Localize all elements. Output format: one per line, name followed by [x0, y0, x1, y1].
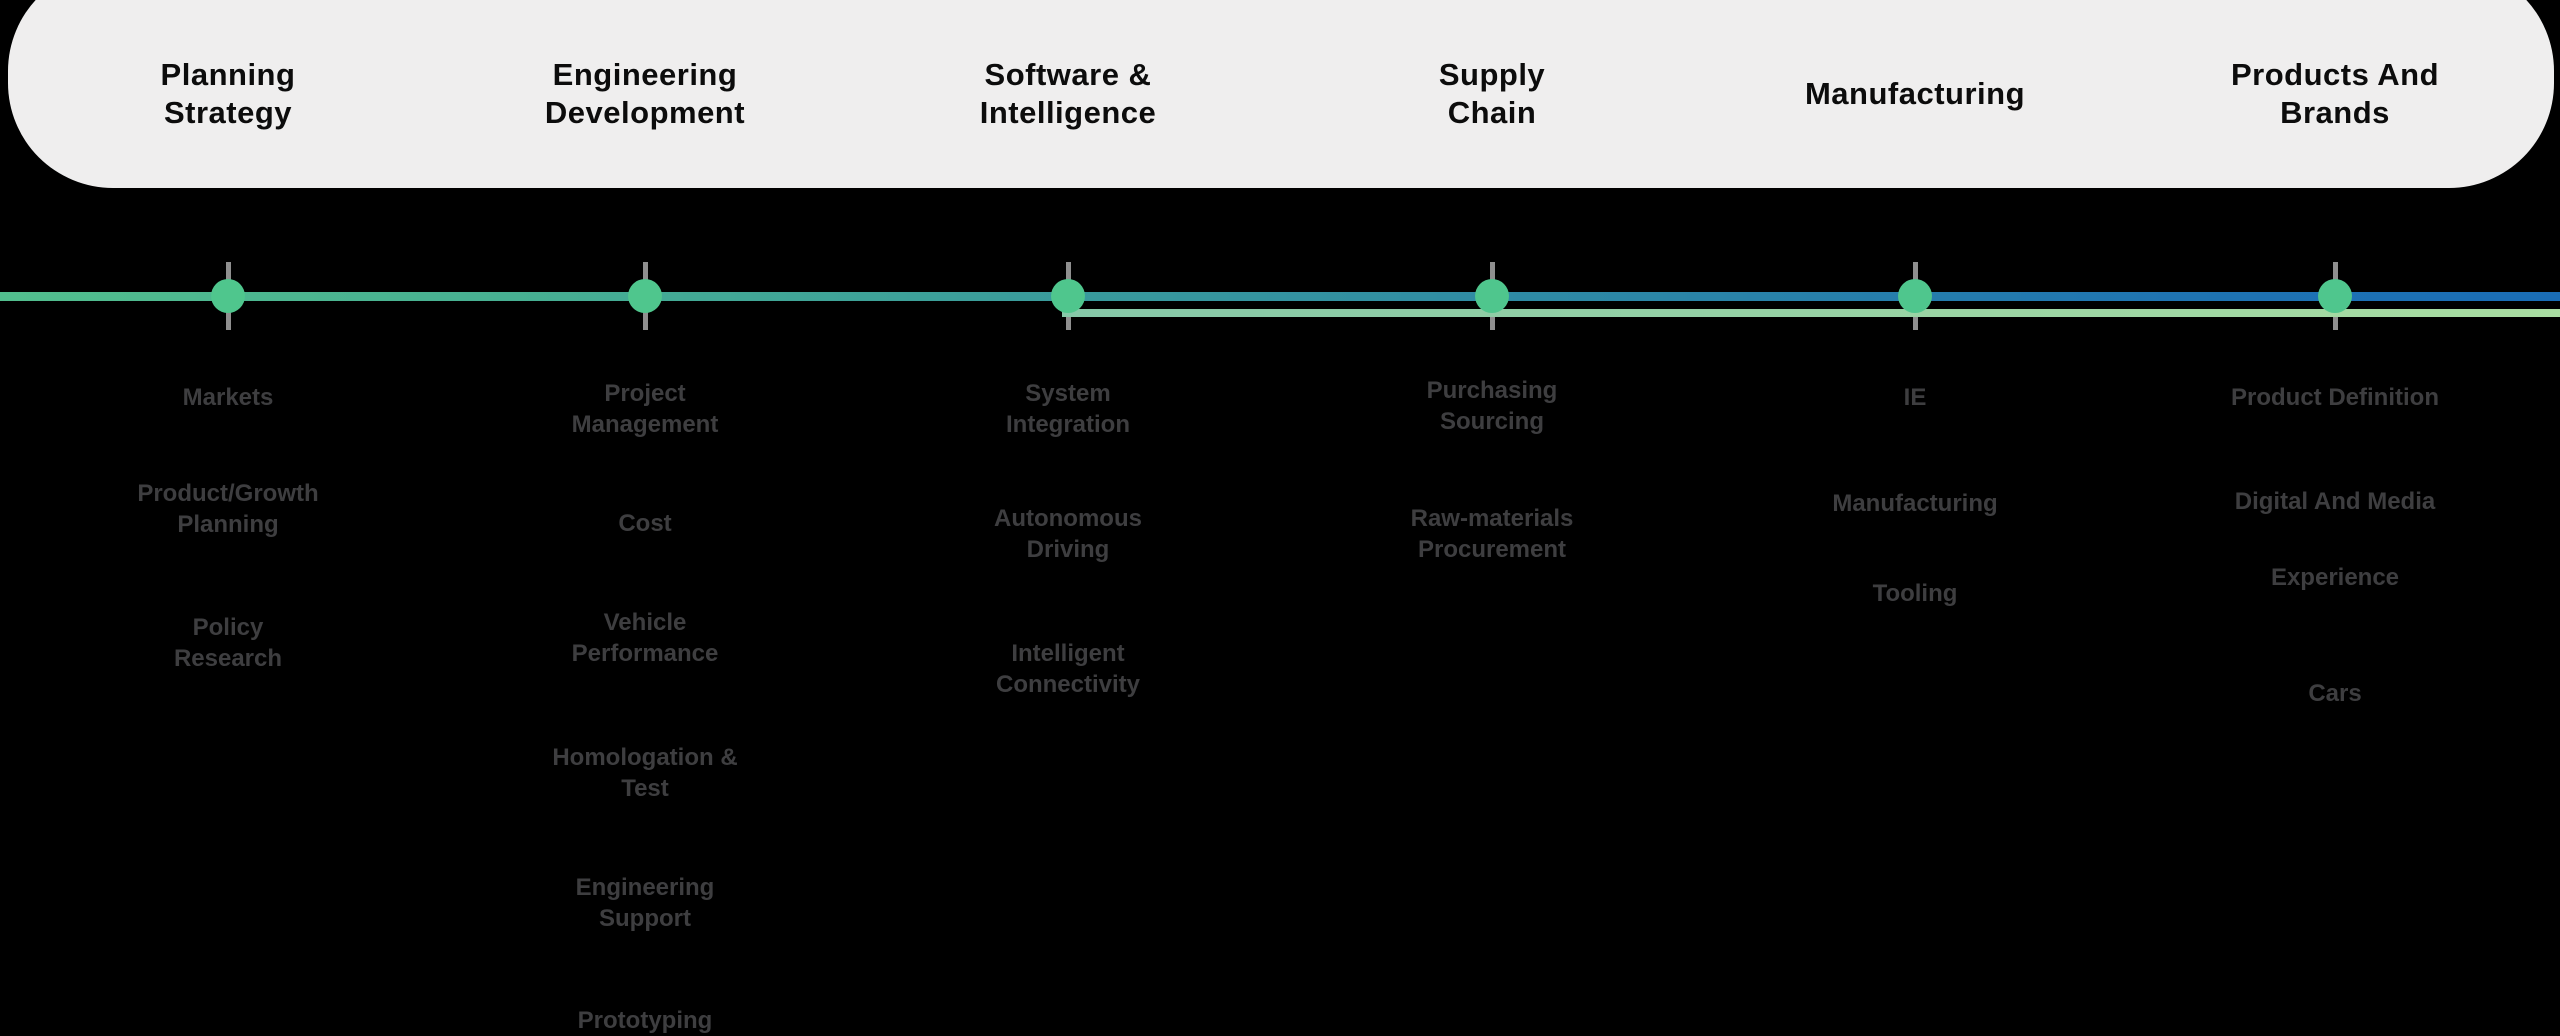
column-title: Software & Intelligence: [979, 57, 1157, 130]
column-header-products-brands: Products And Brands: [2115, 0, 2555, 188]
list-item: System Integration: [1006, 380, 1130, 438]
header-banner: [8, 0, 2554, 188]
list-item: Engineering Support: [575, 874, 715, 932]
column-header-engineering-development: Engineering Development: [425, 0, 865, 188]
column-header-planning-strategy: Planning Strategy: [8, 0, 448, 188]
column-header-supply-chain: Supply Chain: [1272, 0, 1712, 188]
list-item: Autonomous Driving: [994, 505, 1142, 563]
list-item: Policy Research: [173, 614, 283, 672]
column-header-software-intelligence: Software & Intelligence: [848, 0, 1288, 188]
list-item: Project Management: [571, 380, 719, 438]
list-item: Cost: [618, 510, 672, 537]
column-title: Manufacturing: [1804, 76, 2026, 111]
list-item: Product Definition: [2231, 384, 2439, 411]
list-item: Tooling: [1872, 580, 1958, 607]
timeline-dot: [628, 279, 662, 313]
list-item: Vehicle Performance: [571, 609, 719, 667]
column-title: Supply Chain: [1438, 57, 1546, 130]
list-item: IE: [1903, 384, 1927, 411]
list-item: Cars: [2308, 680, 2362, 707]
timeline-dot: [1475, 279, 1509, 313]
column-header-manufacturing: Manufacturing: [1695, 0, 2135, 188]
timeline-dot: [1051, 279, 1085, 313]
column-title: Planning Strategy: [160, 57, 296, 130]
timeline-dot: [211, 279, 245, 313]
column-title: Products And Brands: [2230, 57, 2440, 130]
list-item: Manufacturing: [1832, 490, 1998, 517]
list-item: Homologation & Test: [552, 744, 738, 802]
timeline-secondary-line: [1062, 309, 2560, 317]
list-item: Intelligent Connectivity: [995, 640, 1141, 698]
timeline-dot: [1898, 279, 1932, 313]
list-item: Prototyping: [577, 1007, 713, 1034]
list-item: Markets: [182, 384, 274, 411]
timeline-dot: [2318, 279, 2352, 313]
column-title: Engineering Development: [544, 57, 746, 130]
list-item: Product/Growth Planning: [137, 480, 319, 538]
list-item: Experience: [2270, 564, 2400, 591]
timeline-main-line: [0, 292, 2560, 301]
list-item: Raw-materials Procurement: [1410, 505, 1574, 563]
list-item: Purchasing Sourcing: [1426, 377, 1558, 435]
list-item: Digital And Media: [2234, 488, 2436, 515]
